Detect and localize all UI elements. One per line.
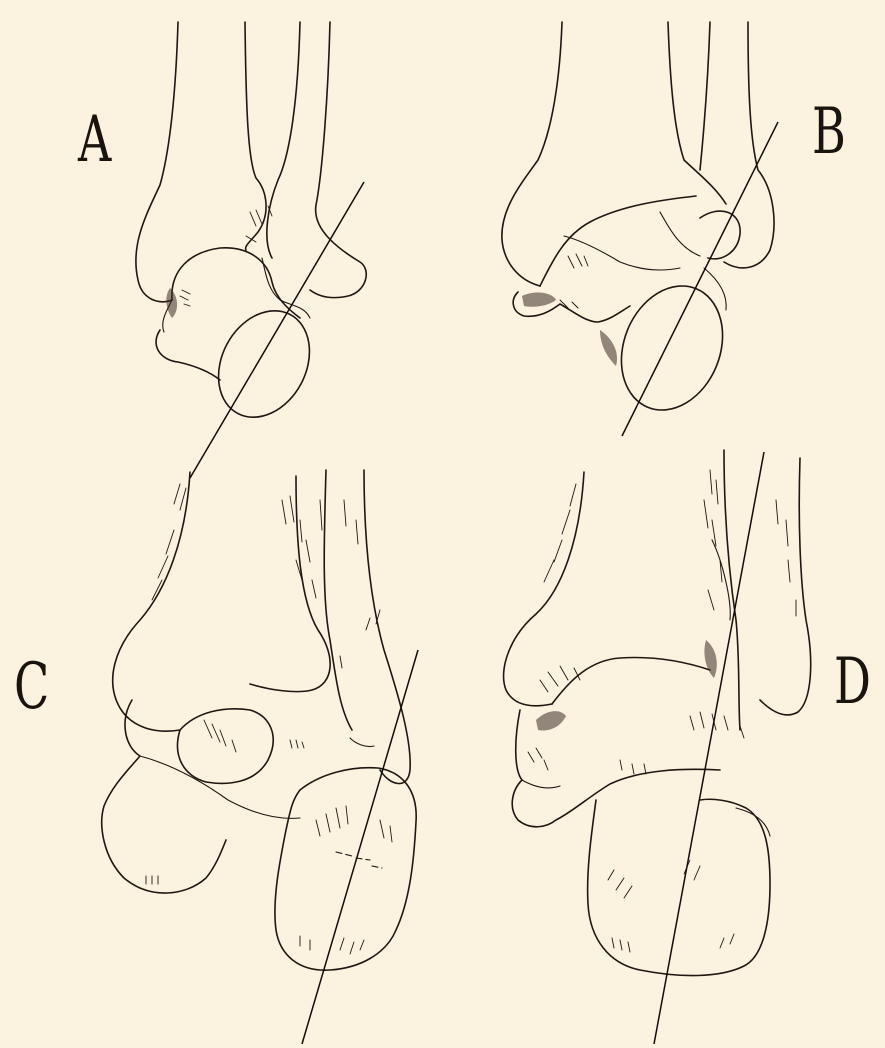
- panel-c-tibia-inner: [250, 476, 330, 692]
- panel-label-c: C: [14, 655, 49, 719]
- panel-b-drawing: [502, 22, 778, 436]
- panel-a-axis-line: [190, 182, 364, 478]
- panel-c-talus: [178, 709, 274, 784]
- panel-a-talus-lower: [156, 330, 220, 380]
- panel-a-tibia-inner: [245, 22, 266, 250]
- panel-d-tibia-outline: [504, 472, 584, 706]
- panel-c-navicular: [102, 700, 226, 893]
- panel-d-fibula-right: [760, 458, 811, 715]
- panel-b-talus: [540, 196, 696, 286]
- panel-a-fibula-left: [267, 22, 300, 258]
- panel-a-tibia-outline: [136, 22, 178, 302]
- panel-c-fibula-right: [364, 470, 410, 784]
- panel-c-axis-line: [302, 650, 418, 1044]
- panel-b-fibula-left: [700, 22, 710, 170]
- panel-label-a: A: [78, 108, 111, 172]
- panel-a-fibula-right: [310, 22, 366, 298]
- panel-b-calcaneus: [604, 271, 741, 426]
- panel-label-d: D: [834, 650, 871, 714]
- panel-c-drawing: [102, 470, 418, 1044]
- panel-c-calcaneus: [275, 768, 416, 970]
- panel-b-tibia-outline: [502, 22, 562, 286]
- panel-label-b: B: [812, 100, 846, 164]
- panel-d-calcaneus: [588, 799, 770, 975]
- panel-d-drawing: [504, 450, 811, 1044]
- panel-d-axis-line: [654, 452, 764, 1044]
- panel-c-fibula-left: [324, 470, 352, 730]
- panel-b-tibia-inner: [668, 22, 726, 204]
- panel-a-talus: [172, 248, 300, 318]
- panel-c-tibia-outline: [113, 472, 190, 731]
- panel-a-drawing: [136, 22, 366, 478]
